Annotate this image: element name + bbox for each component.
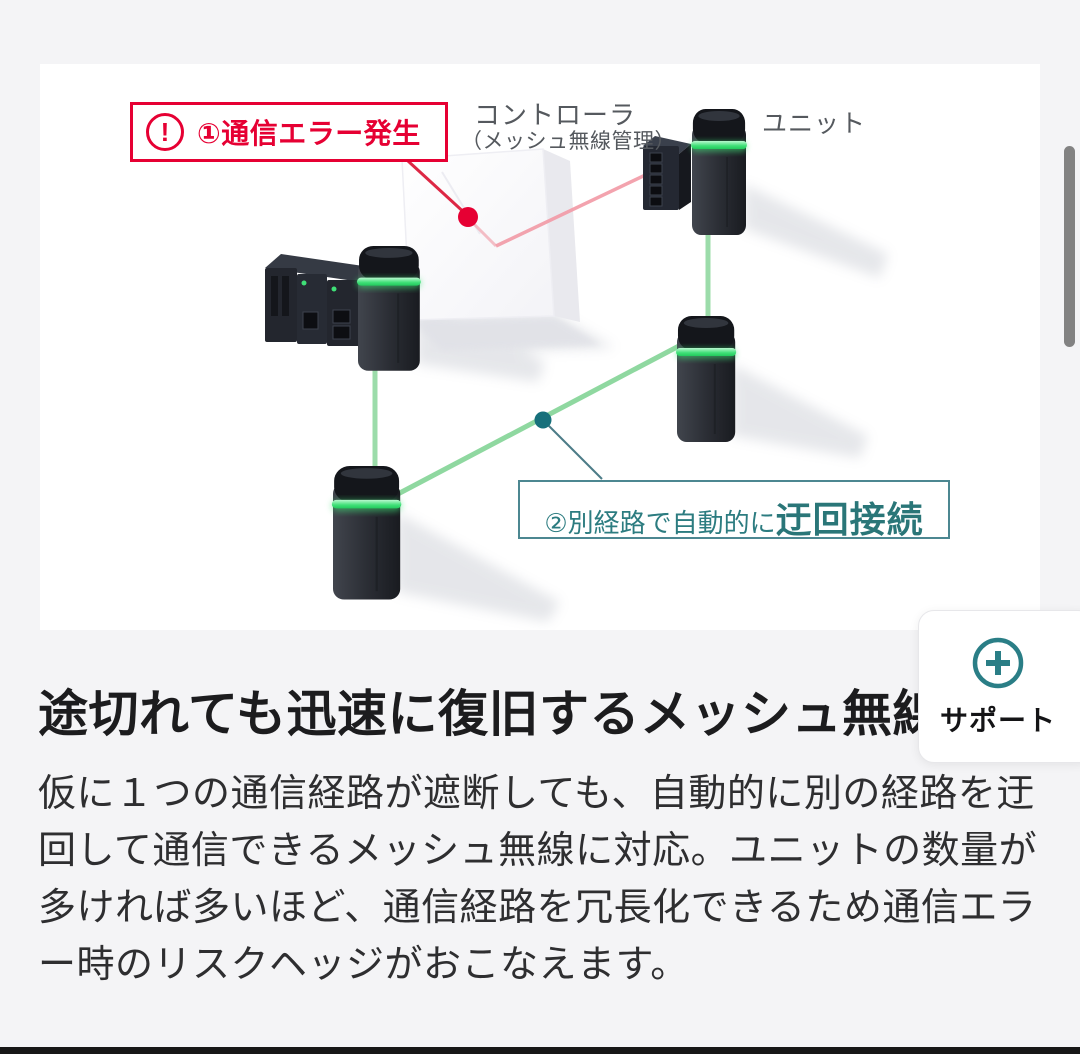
error-point-marker [458, 207, 478, 227]
body-line: 多ければ多いほど、通信経路を冗長化できるため通信エラ [38, 887, 1037, 929]
network-scene-illustration [265, 64, 888, 622]
reroute-point-marker [534, 411, 552, 429]
reroute-callout-prefix: ②別経路で自動的に [544, 508, 776, 538]
section-heading: 途切れても迅速に復旧するメッシュ無線 [38, 686, 943, 742]
wireless-unit-mid-right [676, 316, 736, 442]
body-line: ー時のリスクヘッジがおこなえます。 [38, 944, 689, 986]
alert-icon-glyph: ! [160, 117, 170, 147]
scrollbar-thumb[interactable] [1064, 146, 1075, 347]
section-body: 仮に１つの通信経路が遮断しても、自動的に別の経路を迂 回して通信できるメッシュ無… [38, 766, 1048, 994]
body-line: 仮に１つの通信経路が遮断しても、自動的に別の経路を迂 [38, 773, 1035, 815]
error-callout: ! ①通信エラー発生 [130, 102, 448, 162]
network-switch [643, 136, 691, 210]
wireless-unit-left [357, 246, 421, 371]
error-path [406, 159, 661, 248]
mesh-network-diagram: ! ①通信エラー発生 コントローラ （メッシュ無線管理） ユニット ②別経路で自… [40, 64, 1040, 630]
bottom-section-edge [0, 1047, 1080, 1054]
obstacle-wall [401, 148, 600, 350]
body-line: 回して通信できるメッシュ無線に対応。ユニットの数量が [38, 830, 1038, 872]
wireless-unit-bottom-left [332, 466, 401, 600]
controller-label-line2: （メッシュ無線管理） [461, 130, 676, 153]
unit-label: ユニット [762, 110, 867, 138]
support-button[interactable]: サポート [918, 610, 1080, 763]
error-callout-label: ①通信エラー発生 [197, 118, 421, 149]
reroute-marker [534, 411, 603, 480]
support-button-label: サポート [939, 704, 1056, 736]
reroute-callout-emphasis: 迂回接続 [775, 499, 924, 540]
alert-icon: ! [146, 113, 184, 151]
plus-circle-icon [972, 637, 1024, 688]
controller-label: コントローラ （メッシュ無線管理） [461, 100, 676, 154]
plc-stack [265, 254, 377, 346]
controller-label-line1: コントローラ [474, 100, 637, 130]
wireless-unit-top-right [691, 109, 747, 235]
reroute-callout: ②別経路で自動的に迂回接続 [518, 480, 950, 540]
